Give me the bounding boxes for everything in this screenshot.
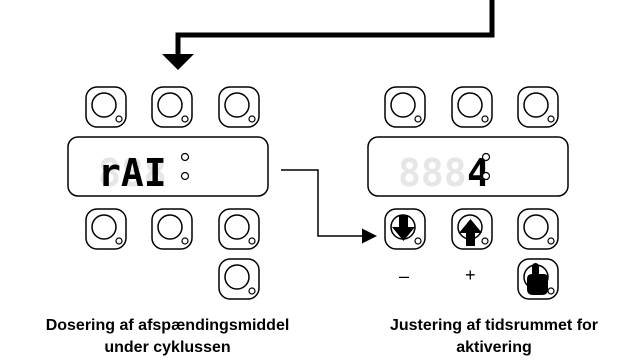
left-caption-line2: under cyklussen — [104, 339, 231, 356]
right-display: 888 4 — [367, 136, 569, 197]
plus-button[interactable] — [451, 208, 493, 250]
right-button-6[interactable] — [517, 208, 559, 250]
minus-button[interactable] — [384, 208, 426, 250]
minus-label: – — [399, 266, 410, 286]
left-button-1[interactable] — [85, 86, 127, 128]
hand-pointer-icon — [527, 263, 548, 295]
left-control-panel: 888 rAI — [67, 86, 269, 300]
right-control-panel: 888 4 — [367, 86, 569, 300]
left-caption: Dosering af afspændingsmiddel under cykl… — [0, 315, 335, 359]
left-button-3[interactable] — [218, 86, 260, 128]
arrow-down-icon — [392, 215, 415, 241]
right-caption: Justering af tidsrummet for aktivering — [345, 315, 643, 359]
plus-label: + — [465, 265, 476, 285]
right-button-2[interactable] — [451, 86, 493, 128]
right-button-1[interactable] — [384, 86, 426, 128]
left-button-5[interactable] — [151, 208, 193, 250]
right-caption-line2: aktivering — [456, 339, 532, 356]
left-button-7[interactable] — [218, 258, 260, 300]
left-display: 888 rAI — [67, 136, 269, 197]
right-button-7[interactable] — [517, 258, 559, 300]
left-caption-line1: Dosering af afspændingsmiddel — [45, 317, 290, 334]
left-button-4[interactable] — [85, 208, 127, 250]
top-connector-arrow — [162, 0, 495, 70]
left-display-ghost: 888 — [98, 151, 167, 195]
connector-arrow — [281, 169, 377, 244]
left-button-6[interactable] — [218, 208, 260, 250]
left-display-value: rAI — [98, 151, 167, 195]
right-button-3[interactable] — [517, 86, 559, 128]
right-display-value: 4 — [467, 151, 490, 195]
arrow-up-icon — [459, 219, 482, 246]
right-display-ghost: 888 — [398, 151, 467, 195]
left-button-2[interactable] — [151, 86, 193, 128]
right-caption-line1: Justering af tidsrummet for — [389, 317, 599, 334]
